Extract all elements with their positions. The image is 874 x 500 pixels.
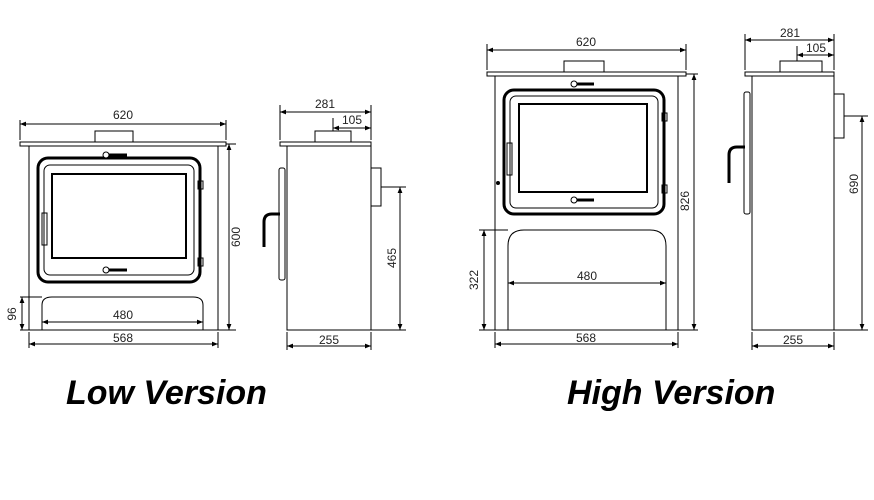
low-front-view: 620 600 96 480 568 <box>5 108 243 348</box>
low-side-depth-base-label: 255 <box>319 333 339 347</box>
low-front-flue-collar <box>94 130 134 143</box>
high-front-hinge-top <box>661 112 668 122</box>
low-side-outlet-height-label: 465 <box>385 248 399 268</box>
low-side-depth-top-label: 281 <box>315 97 335 111</box>
high-front-door-handle <box>506 142 513 176</box>
low-side-view: 281 105 465 255 <box>262 97 406 350</box>
low-version-caption: Low Version <box>66 374 267 412</box>
low-side-flue-collar <box>314 130 352 143</box>
low-front-base-opening <box>41 296 204 330</box>
high-side-body <box>751 75 835 331</box>
high-side-view: 281 105 690 255 <box>727 26 868 350</box>
low-side-body <box>286 145 372 331</box>
high-front-view: 620 826 322 480 568 <box>467 35 698 348</box>
high-front-base-height-label: 322 <box>467 270 481 290</box>
low-front-base-height-label: 96 <box>5 307 19 321</box>
low-front-door-handle <box>41 212 48 246</box>
high-front-top-plate <box>486 71 687 77</box>
high-side-outlet-height-label: 690 <box>847 174 861 194</box>
high-front-base-opening <box>507 229 667 330</box>
high-front-width-label: 620 <box>576 35 596 49</box>
high-front-height-label: 826 <box>678 191 692 211</box>
low-front-door <box>36 156 202 284</box>
high-side-depth-base-label: 255 <box>783 333 803 347</box>
high-side-handle <box>727 145 745 183</box>
high-side-door-edge <box>743 91 751 215</box>
low-front-height-label: 600 <box>229 227 243 247</box>
low-side-door-edge <box>278 167 286 281</box>
high-front-door <box>502 88 666 216</box>
low-side-rear-outlet <box>370 167 382 207</box>
low-side-top-plate <box>279 141 372 147</box>
high-front-flue-collar <box>563 60 605 73</box>
high-side-top-plate <box>744 71 835 77</box>
low-front-hinge-bottom <box>197 257 204 267</box>
high-front-side-knob <box>496 181 500 185</box>
low-side-handle <box>262 212 280 247</box>
high-side-depth-top-label: 281 <box>780 26 800 40</box>
low-front-glass <box>51 173 187 259</box>
low-side-flue-offset-label: 105 <box>342 113 362 127</box>
high-side-flue-offset-label: 105 <box>806 41 826 55</box>
high-version-caption: High Version <box>567 374 776 412</box>
low-front-width-label: 620 <box>113 108 133 122</box>
high-front-base-width-label: 568 <box>576 331 596 345</box>
low-front-base-width-label: 568 <box>113 331 133 345</box>
high-front-hinge-bottom <box>661 184 668 194</box>
low-front-top-plate <box>19 141 227 147</box>
high-side-flue-collar <box>779 60 823 73</box>
high-side-rear-outlet <box>833 93 845 139</box>
low-front-hinge-top <box>197 180 204 190</box>
high-front-glass <box>518 103 648 193</box>
high-front-opening-label: 480 <box>577 269 597 283</box>
low-front-opening-label: 480 <box>113 308 133 322</box>
